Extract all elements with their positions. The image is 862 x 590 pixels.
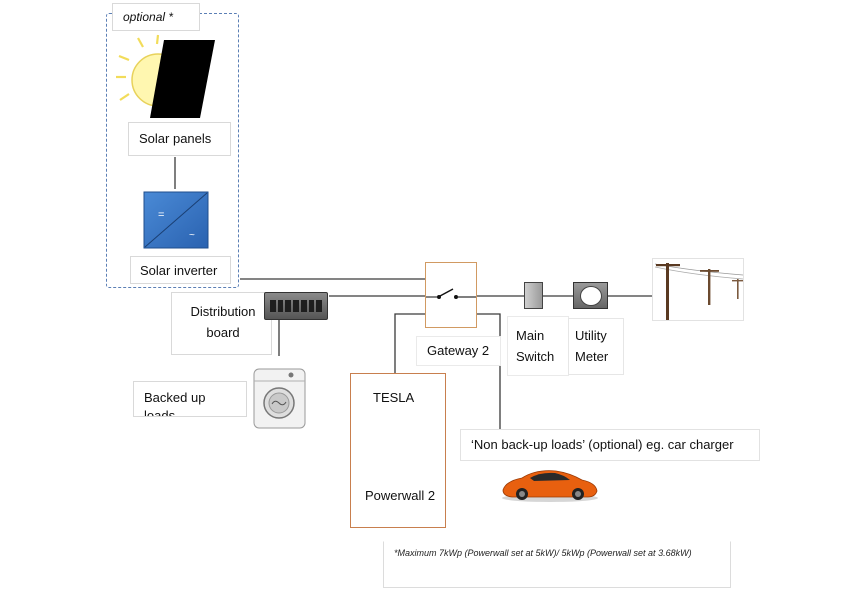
non-backup-label: ‘Non back-up loads’ (optional) eg. car c… xyxy=(471,437,734,452)
optional-label: optional * xyxy=(123,10,174,24)
sun-icon xyxy=(116,34,160,101)
gateway-box xyxy=(425,262,477,328)
non-backup-label-box: ‘Non back-up loads’ (optional) eg. car c… xyxy=(460,429,760,461)
washing-machine-icon xyxy=(253,368,306,429)
grid-box xyxy=(652,258,744,321)
main-switch-label: Main Switch xyxy=(516,328,555,364)
utility-meter-label-box: Utility Meter xyxy=(568,318,624,375)
gateway-label-box: Gateway 2 xyxy=(416,336,501,366)
power-pole-icon xyxy=(654,263,744,320)
powerwall-box: TESLA Powerwall 2 xyxy=(350,373,446,528)
wire-gateway-to-nonbackup xyxy=(477,313,501,430)
switch-icon xyxy=(426,288,476,299)
solar-panels-label: Solar panels xyxy=(139,131,212,146)
footnote-box: *Maximum 7kWp (Powerwall set at 5kW)/ 5k… xyxy=(383,541,731,588)
powerwall-brand: TESLA xyxy=(373,390,415,405)
distribution-board-icon xyxy=(264,292,328,320)
solar-inverter-label: Solar inverter xyxy=(140,263,218,278)
wire-gateway-to-powerwall xyxy=(394,313,425,374)
solar-panel-icon xyxy=(150,40,215,118)
car-icon xyxy=(502,470,598,502)
distribution-board-label: Distribution board xyxy=(190,304,256,340)
utility-meter-icon xyxy=(573,282,608,309)
footnote-text: *Maximum 7kWp (Powerwall set at 5kW)/ 5k… xyxy=(394,548,692,558)
utility-meter-label: Utility Meter xyxy=(575,328,609,364)
solar-inverter-label-box: Solar inverter xyxy=(130,256,231,284)
solar-panel-graphic xyxy=(116,34,215,118)
inverter-icon: = ~ xyxy=(143,191,209,249)
main-switch-label-box: Main Switch xyxy=(507,316,569,376)
backed-up-loads-label-box: Backed up loads xyxy=(133,381,247,417)
backed-up-loads-label: Backed up loads xyxy=(144,390,206,417)
main-switch-icon xyxy=(524,282,543,309)
powerwall-model: Powerwall 2 xyxy=(365,488,436,503)
gateway-label: Gateway 2 xyxy=(427,343,490,358)
optional-label-box: optional * xyxy=(112,3,200,31)
dc-symbol: = xyxy=(158,209,164,221)
distribution-board-label-box: Distribution board xyxy=(171,292,272,355)
ac-symbol: ~ xyxy=(189,230,195,241)
solar-panels-label-box: Solar panels xyxy=(128,122,231,156)
